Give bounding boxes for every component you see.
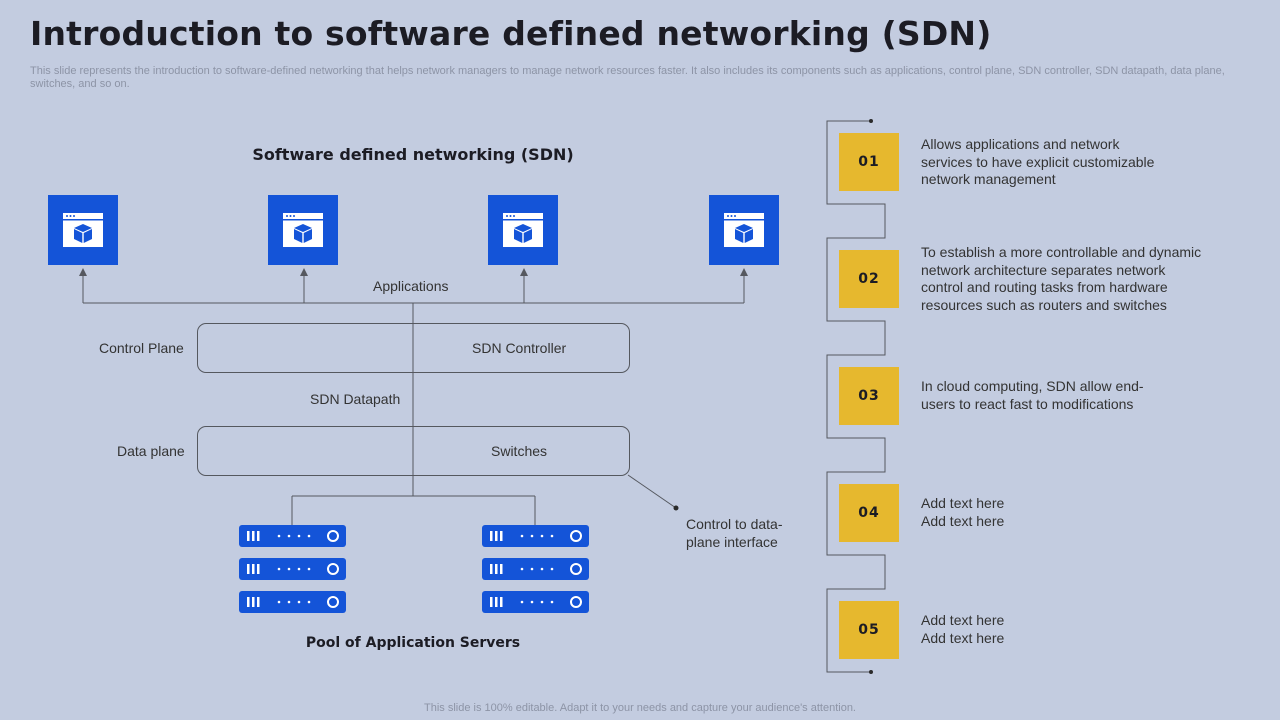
step-line: Allows applications and network (921, 136, 1120, 152)
slide-footer: This slide is 100% editable. Adapt it to… (424, 702, 856, 714)
slide-title: Introduction to software defined network… (30, 14, 992, 53)
step-line: To establish a more controllable and dyn… (921, 244, 1202, 260)
browser-package-icon (503, 213, 543, 247)
step-description: Add text here Add text here (921, 495, 1231, 530)
step-line: Add text here (921, 612, 1005, 628)
interface-callout-dot (673, 505, 679, 511)
step-line: network management (921, 171, 1056, 187)
application-box-4[interactable] (709, 195, 779, 265)
step-description: To establish a more controllable and dyn… (921, 244, 1231, 314)
steps-connector-end-dot (869, 670, 873, 674)
step-number-badge: 04 (839, 484, 899, 542)
step-line: resources such as routers and switches (921, 296, 1167, 313)
sdn-controller-label: SDN Controller (472, 340, 567, 356)
step-line: Add text here (921, 512, 1005, 529)
step-number-badge: 01 (839, 133, 899, 191)
server-group-1[interactable] (239, 525, 346, 613)
step-line: users to react fast to modifications (921, 395, 1134, 412)
step-number-badge: 03 (839, 367, 899, 425)
interface-label-line-2: plane interface (686, 534, 778, 550)
step-line: Add text here (921, 629, 1005, 646)
step-line: services to have explicit customizable (921, 153, 1155, 170)
switches-label: Switches (491, 443, 548, 459)
application-box-1[interactable] (48, 195, 118, 265)
step-line: network architecture separates network (921, 261, 1166, 278)
sdn-controller-box[interactable] (197, 323, 630, 373)
interface-label-line-1: Control to data- (686, 516, 783, 532)
control-plane-label: Control Plane (99, 340, 184, 356)
slide-subtitle: This slide represents the introduction t… (30, 65, 1225, 90)
step-description: Add text here Add text here (921, 612, 1231, 647)
steps-connector-path (826, 120, 886, 673)
sdn-datapath-label: SDN Datapath (310, 391, 401, 407)
browser-package-icon (283, 213, 323, 247)
step-line: In cloud computing, SDN allow end- (921, 378, 1144, 394)
interface-label: Control to data- plane interface (686, 515, 783, 551)
step-description: In cloud computing, SDN allow end- users… (921, 378, 1231, 413)
server-rack-icon (482, 558, 589, 580)
data-plane-label: Data plane (117, 443, 185, 459)
step-line: Add text here (921, 495, 1005, 511)
applications-label: Applications (373, 278, 449, 294)
diagram-title: Software defined networking (SDN) (252, 145, 574, 164)
browser-package-icon (724, 213, 764, 247)
server-rack-icon (239, 591, 346, 613)
application-box-3[interactable] (488, 195, 558, 265)
browser-package-icon (63, 213, 103, 247)
server-rack-icon (239, 525, 346, 547)
step-line: control and routing tasks from hardware (921, 279, 1168, 295)
steps-connector-start-dot (869, 119, 873, 123)
step-number-badge: 02 (839, 250, 899, 308)
pool-of-servers-label: Pool of Application Servers (305, 635, 521, 651)
server-rack-icon (239, 558, 346, 580)
server-group-2[interactable] (482, 525, 589, 613)
switches-box[interactable] (197, 426, 630, 476)
interface-callout-line (627, 474, 677, 509)
step-number-badge: 05 (839, 601, 899, 659)
application-box-2[interactable] (268, 195, 338, 265)
server-rack-icon (482, 591, 589, 613)
step-description: Allows applications and network services… (921, 136, 1231, 189)
server-rack-icon (482, 525, 589, 547)
